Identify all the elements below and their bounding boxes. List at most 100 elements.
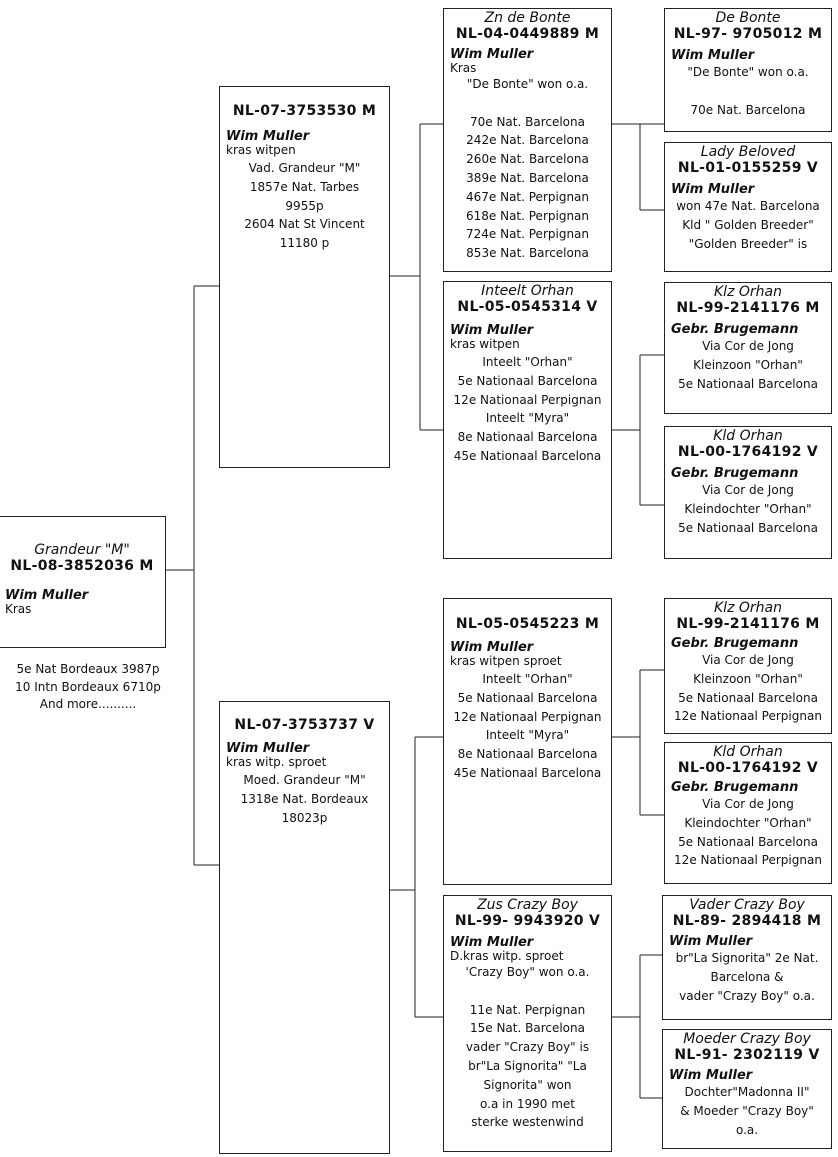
ring-number: NL-08-3852036 M [10, 558, 154, 574]
ring-number: NL-89- 2894418 M [672, 913, 822, 929]
line: 5e Nationaal Barcelona [678, 376, 818, 391]
owner-name: Wim Muller [450, 935, 534, 950]
line: 5e Nationaal Barcelona [678, 520, 818, 535]
line: Inteelt "Orhan" [482, 672, 573, 686]
ring-number: NL-07-3753530 M [232, 103, 377, 119]
sds-card: Klz Orhan NL-99-2141176 M Gebr. Brugeman… [664, 282, 832, 414]
line: Dochter"Madonna II" [684, 1085, 810, 1099]
line: 11180 p [279, 236, 330, 251]
line [444, 982, 611, 1001]
line: 9955p [285, 198, 324, 213]
line: 45e Nationaal Barcelona [453, 448, 602, 463]
line: Kleindochter "Orhan" [684, 501, 812, 516]
note-line: 5e Nat Bordeaux 3987p [16, 662, 160, 676]
performance-lines: Via Cor de Jong Kleindochter "Orhan" 5e … [665, 795, 831, 870]
ssd-card: Lady Beloved NL-01-0155259 V Wim Muller … [664, 142, 832, 272]
line: "De Bonte" won o.a. [466, 77, 589, 91]
dsd-card: Kld Orhan NL-00-1764192 V Gebr. Brugeman… [664, 742, 832, 884]
pigeon-name: Grandeur "M" [34, 542, 130, 558]
performance-lines: won 47e Nat. Barcelona Kld " Golden Bree… [665, 197, 831, 253]
line: Inteelt "Orhan" [482, 355, 573, 369]
owner-name: Wim Muller [226, 741, 310, 756]
owner-name: Gebr. Brugemann [671, 780, 799, 795]
owner-name: Wim Muller [669, 1068, 753, 1083]
line: 5e Nationaal Barcelona [457, 373, 598, 388]
pigeon-name: Vader Crazy Boy [689, 897, 805, 913]
line: "Golden Breeder" is [688, 236, 808, 251]
performance-lines: br"La Signorita" 2e Nat. Barcelona & vad… [663, 949, 831, 1005]
line: 389e Nat. Barcelona [466, 170, 589, 185]
owner-name: Gebr. Brugemann [671, 466, 799, 481]
sire-card: NL-07-3753530 M Wim Muller kras witpen V… [219, 86, 390, 468]
pigeon-name: De Bonte [715, 10, 781, 26]
line: 853e Nat. Barcelona [466, 246, 589, 261]
line: 1857e Nat. Tarbes [249, 179, 360, 194]
owner-name: Wim Muller [450, 640, 534, 655]
performance-lines: Inteelt "Orhan" 5e Nationaal Barcelona 1… [444, 353, 611, 466]
line: Moed. Grandeur "M" [243, 773, 366, 787]
line: 724e Nat. Perpignan [465, 227, 590, 242]
performance-lines: 'Crazy Boy" won o.a. 11e Nat. Perpignan … [444, 963, 611, 1132]
line: 1318e Nat. Bordeaux [240, 791, 369, 806]
pigeon-name: Moeder Crazy Boy [683, 1031, 811, 1047]
pigeon-name: Lady Beloved [700, 144, 796, 160]
performance-lines: "De Bonte" won o.a. 70e Nat. Barcelona [665, 63, 831, 119]
pigeon-name: Kld Orhan [713, 428, 783, 444]
line [665, 82, 831, 101]
line: 8e Nationaal Barcelona [457, 747, 598, 762]
line: 12e Nationaal Perpignan [453, 709, 602, 724]
root-notes: 5e Nat Bordeaux 3987p 10 Intn Bordeaux 6… [0, 661, 176, 714]
line: 70e Nat. Barcelona [469, 114, 585, 129]
line: Signorita" won [483, 1077, 572, 1092]
dam-sire-card: NL-05-0545223 M Wim Muller kras witpen s… [443, 598, 612, 885]
line: o.a. [735, 1122, 759, 1137]
line: 12e Nationaal Perpignan [674, 853, 822, 868]
line: Kleindochter "Orhan" [684, 815, 812, 830]
pigeon-name: Inteelt Orhan [481, 283, 574, 299]
line: br"La Signorita" 2e Nat. [675, 951, 819, 965]
pigeon-color: Kras [5, 602, 32, 616]
line: 'Crazy Boy" won o.a. [465, 965, 590, 979]
performance-lines: "De Bonte" won o.a. 70e Nat. Barcelona 2… [444, 75, 611, 263]
ddd-card: Moeder Crazy Boy NL-91- 2302119 V Wim Mu… [662, 1029, 832, 1149]
line: "De Bonte" won o.a. [687, 65, 809, 79]
line: 618e Nat. Perpignan [465, 208, 590, 223]
performance-lines: Via Cor de Jong Kleindochter "Orhan" 5e … [665, 481, 831, 537]
line: 260e Nat. Barcelona [466, 152, 589, 167]
line: Kld " Golden Breeder" [682, 217, 814, 232]
line: Inteelt "Myra" [485, 728, 570, 743]
owner-name: Wim Muller [671, 182, 755, 197]
ring-number: NL-00-1764192 V [677, 444, 819, 460]
line: 11e Nat. Perpignan [469, 1002, 586, 1017]
pigeon-color: D.kras witp. sproet [450, 949, 564, 963]
sire-sire-card: Zn de Bonte NL-04-0449889 M Wim Muller K… [443, 8, 612, 272]
line: Kleinzoon "Orhan" [693, 671, 803, 686]
pigeon-name: Klz Orhan [714, 600, 782, 616]
line: 2604 Nat St Vincent [244, 217, 365, 232]
line: sterke westenwind [471, 1115, 584, 1130]
ring-number: NL-07-3753737 V [234, 717, 375, 733]
line: 15e Nat. Barcelona [469, 1021, 585, 1036]
sire-dam-card: Inteelt Orhan NL-05-0545314 V Wim Muller… [443, 281, 612, 559]
line: 18023p [281, 810, 328, 825]
owner-name: Wim Muller [450, 323, 534, 338]
line: Via Cor de Jong [702, 339, 794, 353]
pigeon-name: Klz Orhan [714, 284, 782, 300]
line: o.a in 1990 met [480, 1096, 575, 1111]
ring-number: NL-01-0155259 V [677, 160, 819, 176]
line: 467e Nat. Perpignan [465, 189, 590, 204]
ring-number: NL-00-1764192 V [677, 760, 819, 776]
ring-number: NL-99-2141176 M [676, 616, 820, 632]
line: 70e Nat. Barcelona [690, 102, 806, 117]
line: 5e Nationaal Barcelona [678, 690, 818, 705]
owner-name: Wim Muller [669, 934, 753, 949]
dss-card: Klz Orhan NL-99-2141176 M Gebr. Brugeman… [664, 598, 832, 734]
performance-lines: Moed. Grandeur "M" 1318e Nat. Bordeaux 1… [220, 771, 389, 827]
line: vader "Crazy Boy" o.a. [679, 988, 815, 1003]
pigeon-name: Kld Orhan [713, 744, 783, 760]
dam-dam-card: Zus Crazy Boy NL-99- 9943920 V Wim Mulle… [443, 895, 612, 1152]
line: Inteelt "Myra" [485, 411, 570, 426]
line: br"La Signorita" "La [468, 1058, 587, 1073]
performance-lines: Via Cor de Jong Kleinzoon "Orhan" 5e Nat… [665, 337, 831, 393]
line: Via Cor de Jong [702, 483, 794, 497]
